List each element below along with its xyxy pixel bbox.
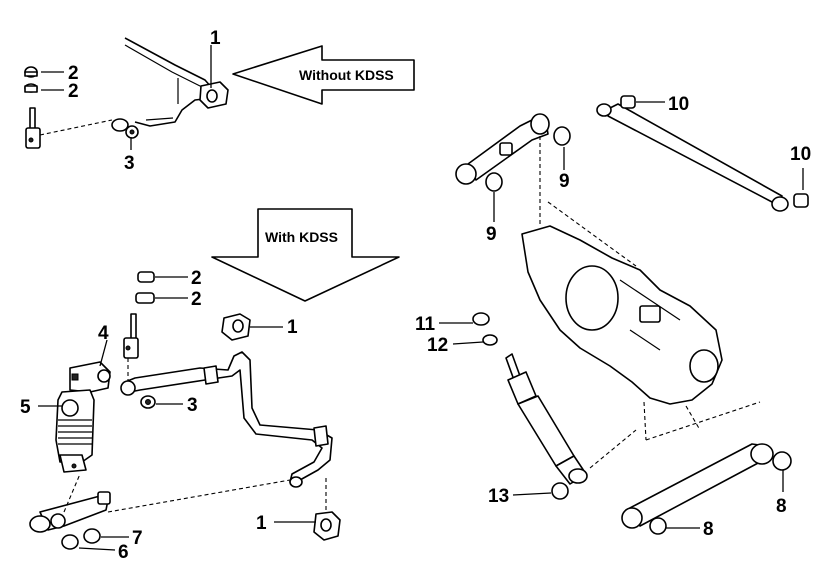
lateral-rod [596,95,809,212]
rear-axle-housing [521,225,723,405]
lower-control-arm [621,443,792,535]
callout-1-bottom: 1 [256,513,267,534]
stabilizer-bar-with-kdss [120,351,333,488]
with-kdss-arrow: With KDSS [211,208,400,302]
callout-12: 12 [427,335,448,356]
stabilizer-bar-without-kdss [111,37,229,139]
callout-9-a: 9 [559,171,570,192]
stabilizer-link-top [25,107,113,149]
callout-2-mid-a: 2 [191,268,202,289]
callout-4: 4 [98,323,109,344]
bushing-3-mid [140,395,156,409]
kdss-lower-link [29,473,291,550]
callout-1-mid: 1 [287,317,298,338]
callout-6: 6 [118,542,129,563]
callout-8-a: 8 [776,496,787,517]
callout-7: 7 [132,528,143,549]
shock-absorber [505,353,588,500]
kdss-cylinder [55,361,111,473]
bushing-parts-2-top [24,66,38,93]
callout-13: 13 [488,486,509,507]
callout-2-top-b: 2 [68,81,79,102]
upper-control-arm [455,113,571,192]
without-kdss-label: Without KDSS [299,67,394,83]
callout-9-b: 9 [486,224,497,245]
bracket-1-mid [221,313,251,341]
stabilizer-link-mid [123,313,139,380]
bushing-parts-2-mid [135,271,155,304]
with-kdss-label: With KDSS [265,229,338,245]
bracket-1-bottom [313,478,341,541]
callout-8-b: 8 [703,519,714,540]
callout-3-mid: 3 [187,395,198,416]
callout-2-mid-b: 2 [191,289,202,310]
callout-3-top: 3 [124,153,135,174]
callout-5: 5 [20,397,31,418]
callout-10-a: 10 [668,94,689,115]
without-kdss-arrow: Without KDSS [232,45,415,105]
callout-11: 11 [415,314,436,335]
callout-10-b: 10 [790,144,811,165]
callout-1-top: 1 [210,28,221,49]
callout-2-top-a: 2 [68,63,79,84]
bushings-11-12 [472,312,498,346]
